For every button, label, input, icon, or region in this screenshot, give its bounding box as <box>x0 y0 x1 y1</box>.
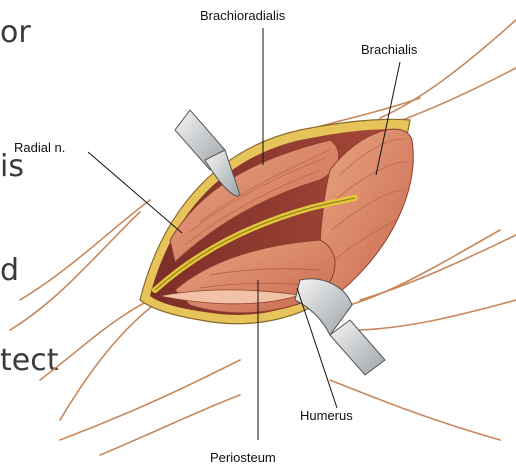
retractor-lower <box>294 278 386 376</box>
retractor-upper <box>174 109 241 197</box>
label-brachioradialis: Brachioradialis <box>200 8 286 23</box>
label-leader-lines <box>87 28 401 440</box>
background-text-fragment: tect <box>0 343 59 378</box>
label-periosteum: Periosteum <box>210 450 276 465</box>
label-radial-nerve: Radial n. <box>14 140 66 155</box>
brachialis-muscle <box>319 128 414 293</box>
label-brachialis: Brachialis <box>361 42 418 57</box>
background-text-fragment: or <box>0 15 31 50</box>
background-text-fragment: d <box>0 253 20 288</box>
label-humerus: Humerus <box>300 408 353 423</box>
background-text-fragment: is <box>0 149 24 184</box>
